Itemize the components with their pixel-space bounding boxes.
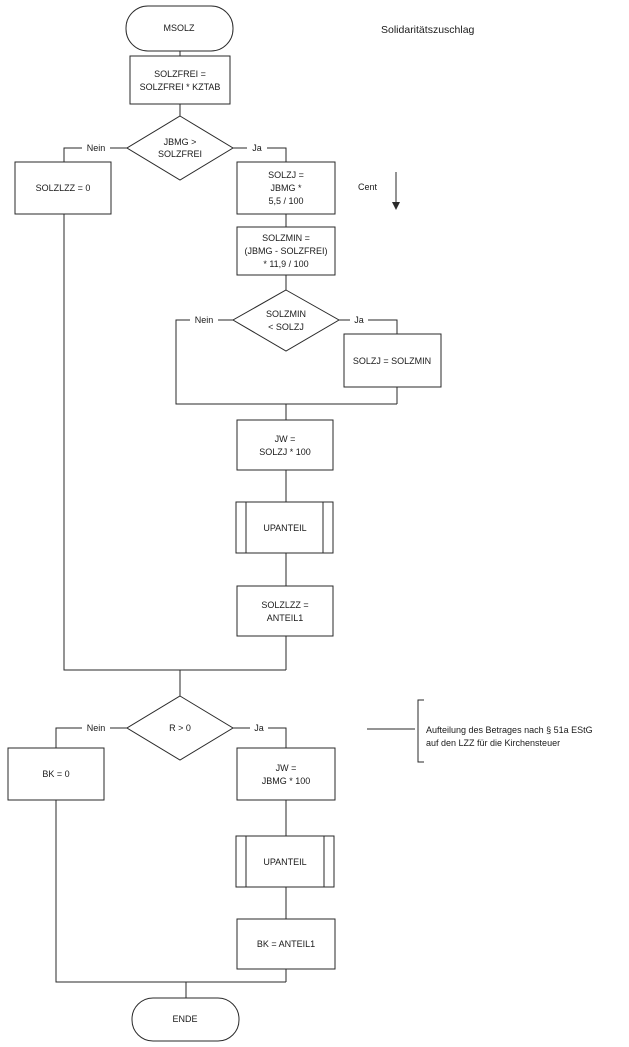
process-solzj: SOLZJ = JBMG * 5,5 / 100	[236, 161, 336, 215]
end-terminal: ENDE	[131, 997, 240, 1042]
svg-text:JBMG * 100: JBMG * 100	[262, 776, 311, 786]
svg-text:SOLZLZZ =: SOLZLZZ =	[261, 600, 308, 610]
process-bk-zero: BK = 0	[7, 747, 105, 801]
svg-text:< SOLZJ: < SOLZJ	[268, 322, 304, 332]
branch-label-nein-2: Nein	[190, 313, 218, 326]
process-solzlzz-assign: SOLZLZZ = ANTEIL1	[236, 585, 334, 637]
arrow-down-icon	[392, 202, 400, 210]
connectors	[55, 51, 424, 998]
subroutine-upanteil-2: UPANTEIL	[235, 835, 335, 888]
annotation-line-2: auf den LZZ für die Kirchensteuer	[426, 738, 560, 748]
branch-label-ja-3: Ja	[250, 721, 268, 734]
svg-text:SOLZJ * 100: SOLZJ * 100	[259, 447, 311, 457]
cent-note: Cent	[358, 182, 378, 192]
end-label: ENDE	[172, 1014, 197, 1024]
svg-text:UPANTEIL: UPANTEIL	[263, 857, 306, 867]
svg-text:Nein: Nein	[87, 723, 106, 733]
svg-text:Ja: Ja	[252, 143, 262, 153]
svg-text:SOLZLZZ = 0: SOLZLZZ = 0	[36, 183, 91, 193]
svg-text:SOLZFREI * KZTAB: SOLZFREI * KZTAB	[140, 82, 221, 92]
svg-text:R > 0: R > 0	[169, 723, 191, 733]
svg-text:SOLZJ =: SOLZJ =	[268, 170, 304, 180]
svg-text:Ja: Ja	[254, 723, 264, 733]
branch-label-nein-1: Nein	[82, 141, 110, 154]
process-jw-jbmg: JW = JBMG * 100	[236, 747, 336, 801]
start-label: MSOLZ	[163, 23, 195, 33]
decision-jbmg-gt-solzfrei: JBMG > SOLZFREI	[126, 115, 234, 181]
annotation-line-1: Aufteilung des Betrages nach § 51a EStG	[426, 725, 593, 735]
process-solzfrei: SOLZFREI = SOLZFREI * KZTAB	[129, 55, 231, 105]
svg-text:5,5 / 100: 5,5 / 100	[268, 196, 303, 206]
svg-text:SOLZFREI =: SOLZFREI =	[154, 69, 206, 79]
svg-text:JBMG *: JBMG *	[270, 183, 302, 193]
svg-text:* 11,9 / 100: * 11,9 / 100	[263, 259, 308, 269]
svg-text:Ja: Ja	[354, 315, 364, 325]
process-bk-assign: BK = ANTEIL1	[236, 918, 336, 970]
svg-text:SOLZFREI: SOLZFREI	[158, 149, 202, 159]
svg-text:JW =: JW =	[276, 763, 297, 773]
svg-text:Nein: Nein	[87, 143, 106, 153]
subroutine-upanteil-1: UPANTEIL	[235, 501, 334, 554]
svg-text:(JBMG - SOLZFREI): (JBMG - SOLZFREI)	[245, 246, 328, 256]
svg-text:UPANTEIL: UPANTEIL	[263, 523, 306, 533]
branch-label-nein-3: Nein	[82, 721, 110, 734]
svg-text:Nein: Nein	[195, 315, 214, 325]
svg-text:SOLZJ = SOLZMIN: SOLZJ = SOLZMIN	[353, 356, 431, 366]
decision-r-gt-0: R > 0	[126, 695, 234, 761]
process-solzmin: SOLZMIN = (JBMG - SOLZFREI) * 11,9 / 100	[236, 226, 336, 276]
svg-text:SOLZMIN =: SOLZMIN =	[262, 233, 310, 243]
decision-solzmin-lt-solzj: SOLZMIN < SOLZJ	[231, 289, 341, 352]
svg-text:JBMG >: JBMG >	[164, 137, 197, 147]
diagram-title: Solidaritätszuschlag	[381, 24, 475, 36]
process-jw-solzj: JW = SOLZJ * 100	[236, 419, 334, 471]
svg-text:BK = ANTEIL1: BK = ANTEIL1	[257, 939, 315, 949]
svg-text:JW =: JW =	[275, 434, 296, 444]
process-solzlzz-zero: SOLZLZZ = 0	[14, 161, 112, 215]
svg-text:ANTEIL1: ANTEIL1	[267, 613, 304, 623]
svg-text:BK = 0: BK = 0	[42, 769, 69, 779]
svg-text:SOLZMIN: SOLZMIN	[266, 309, 306, 319]
process-solzj-assign: SOLZJ = SOLZMIN	[343, 333, 442, 388]
start-terminal: MSOLZ	[125, 5, 234, 52]
branch-label-ja-1: Ja	[247, 141, 267, 154]
branch-label-ja-2: Ja	[350, 313, 368, 326]
